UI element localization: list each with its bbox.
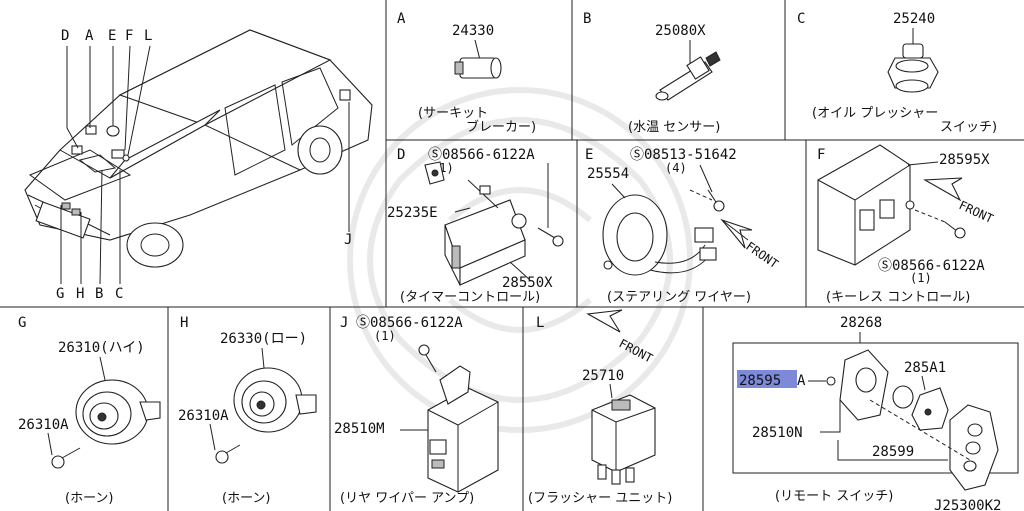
panel-e-bolt-quantity: (4) bbox=[665, 161, 687, 175]
overview-label-h: H bbox=[76, 286, 84, 302]
panel-d-bolt bbox=[537, 227, 564, 247]
watermark bbox=[347, 87, 693, 433]
steering-wire-part bbox=[602, 194, 717, 276]
circuit-breaker-part bbox=[454, 57, 502, 79]
panel-f-caption: (キーレス コントロール) bbox=[826, 290, 970, 305]
panel-f-part-number: 28595X bbox=[939, 152, 990, 168]
panel-b-part-number: 25080X bbox=[655, 23, 706, 39]
panel-h-letter: H bbox=[180, 315, 188, 331]
panel-a-part-number: 24330 bbox=[452, 23, 494, 39]
remote-highlighted-part: 28595 bbox=[739, 373, 781, 389]
overview-label-l: L bbox=[144, 28, 152, 44]
overview-leaders bbox=[60, 45, 350, 285]
panel-c-caption-line2: スイッチ) bbox=[940, 120, 997, 135]
panel-f-bolt bbox=[944, 221, 966, 239]
panel-b-caption: (水温 センサー) bbox=[628, 120, 720, 135]
vehicle-overview: D A E F L G H B C J bbox=[24, 28, 373, 302]
panel-j-caption: (リヤ ワイパー アンプ) bbox=[340, 491, 474, 506]
panel-j-bolt-number: Ⓢ08566-6122A bbox=[356, 315, 463, 331]
remote-highlighted-suffix: A bbox=[797, 373, 806, 389]
panel-f: F 28595X FRONT Ⓢ08566-6122A (1) (キーレス コン… bbox=[817, 144, 996, 305]
remote-part-top: 28268 bbox=[840, 315, 882, 331]
panel-g-caption: (ホーン) bbox=[65, 491, 114, 506]
panel-d-bolt-number: Ⓢ08566-6122A bbox=[428, 147, 535, 163]
highlight-box bbox=[737, 370, 797, 388]
panel-a-caption-line2: ブレーカー) bbox=[466, 119, 536, 135]
vehicle-drawing bbox=[24, 29, 373, 268]
panel-j-bolt bbox=[418, 344, 437, 373]
panel-j: J Ⓢ08566-6122A (1) 28510M (リヤ ワイパー アンプ) bbox=[334, 315, 499, 506]
rear-wiper-amp-part bbox=[427, 365, 499, 493]
panel-b: B 25080X (水温 センサー) bbox=[583, 11, 721, 135]
panel-l-caption: (フラッシャー ユニット) bbox=[528, 491, 672, 506]
panel-h: H 26330(ロー) 26310A (ホーン) bbox=[178, 315, 317, 506]
overview-label-f: F bbox=[125, 28, 133, 44]
remote-part-3: 28510N bbox=[752, 425, 803, 441]
panel-e: E Ⓢ08513-51642 (4) 25554 FRONT (ステアリング ワ… bbox=[585, 147, 781, 305]
water-temp-sensor-part bbox=[655, 51, 721, 101]
overview-label-g: G bbox=[56, 286, 64, 302]
panel-h-caption: (ホーン) bbox=[222, 491, 271, 506]
panel-e-part-number: 25554 bbox=[587, 166, 629, 182]
panel-h-part-2: 26310A bbox=[178, 408, 229, 424]
document-code: J25300K2 bbox=[934, 498, 1001, 511]
panel-a-caption-line1: (サーキット bbox=[418, 106, 488, 121]
remote-part-2: 285A1 bbox=[904, 360, 946, 376]
oil-pressure-switch-part bbox=[887, 43, 939, 93]
panel-d: D Ⓢ08566-6122A (1) 25235E 28550X (タイマーコン… bbox=[387, 147, 564, 305]
panel-g-part-1: 26310(ハイ) bbox=[58, 340, 145, 356]
panel-h-part-1: 26330(ロー) bbox=[220, 331, 307, 347]
timer-control-part bbox=[424, 161, 527, 286]
panel-c-part-number: 25240 bbox=[893, 11, 935, 27]
remote-caption: (リモート スイッチ) bbox=[775, 489, 893, 504]
panel-d-caption: (タイマーコントロール) bbox=[400, 290, 540, 305]
panel-remote-switch: 28268 28595 A 285A1 28510N 28599 (リモート ス… bbox=[732, 315, 1019, 511]
remote-assembly-box bbox=[732, 342, 1019, 474]
panel-j-bolt-quantity: (1) bbox=[374, 329, 396, 343]
panel-f-front-label: FRONT bbox=[957, 198, 996, 226]
overview-label-j: J bbox=[344, 232, 352, 248]
panel-g-part-2: 26310A bbox=[18, 417, 69, 433]
panel-b-letter: B bbox=[583, 11, 591, 27]
panel-e-front-label: FRONT bbox=[743, 239, 781, 271]
panel-f-bolt-number: Ⓢ08566-6122A bbox=[878, 258, 985, 274]
panel-d-letter: D bbox=[397, 147, 405, 163]
horn-high-part bbox=[51, 379, 161, 469]
panel-c-caption-line1: (オイル プレッシャー bbox=[812, 106, 938, 121]
panel-e-letter: E bbox=[585, 147, 593, 163]
panel-e-bolt-number: Ⓢ08513-51642 bbox=[630, 147, 737, 163]
panel-l-part-number: 25710 bbox=[582, 368, 624, 384]
panel-j-letter: J bbox=[340, 315, 348, 331]
front-arrow-e: FRONT bbox=[720, 218, 781, 271]
remote-switch-part bbox=[826, 349, 999, 491]
panel-a: A 24330 (サーキット ブレーカー) bbox=[397, 11, 536, 135]
panel-e-caption: (ステアリング ワイヤー) bbox=[607, 290, 751, 305]
keyless-control-part bbox=[817, 144, 915, 266]
panel-d-part-2: 28550X bbox=[502, 275, 553, 291]
overview-label-c: C bbox=[115, 286, 123, 302]
overview-label-e: E bbox=[108, 28, 116, 44]
overview-letters: D A E F L G H B C J bbox=[56, 28, 352, 302]
panel-c-letter: C bbox=[797, 11, 805, 27]
panel-l: L FRONT 25710 (フラッシャー ユニット) bbox=[528, 309, 672, 506]
panel-c: C 25240 (オイル プレッシャー スイッチ) bbox=[797, 11, 997, 135]
panel-d-part-1: 25235E bbox=[387, 205, 438, 221]
overview-label-b: B bbox=[95, 286, 103, 302]
horn-low-part bbox=[215, 367, 317, 464]
front-arrow-f: FRONT bbox=[923, 177, 996, 226]
panel-f-letter: F bbox=[817, 147, 825, 163]
remote-part-4: 28599 bbox=[872, 444, 914, 460]
panel-e-bolt bbox=[707, 189, 725, 212]
panel-a-letter: A bbox=[397, 11, 406, 27]
overview-label-a: A bbox=[85, 28, 94, 44]
overview-label-d: D bbox=[61, 28, 69, 44]
flasher-unit-part bbox=[591, 394, 656, 485]
panel-g-letter: G bbox=[18, 315, 26, 331]
panel-j-part-number: 28510M bbox=[334, 421, 385, 437]
panel-g: G 26310(ハイ) 26310A (ホーン) bbox=[18, 315, 161, 506]
panel-l-letter: L bbox=[536, 315, 544, 331]
panel-f-bolt-quantity: (1) bbox=[910, 271, 932, 285]
